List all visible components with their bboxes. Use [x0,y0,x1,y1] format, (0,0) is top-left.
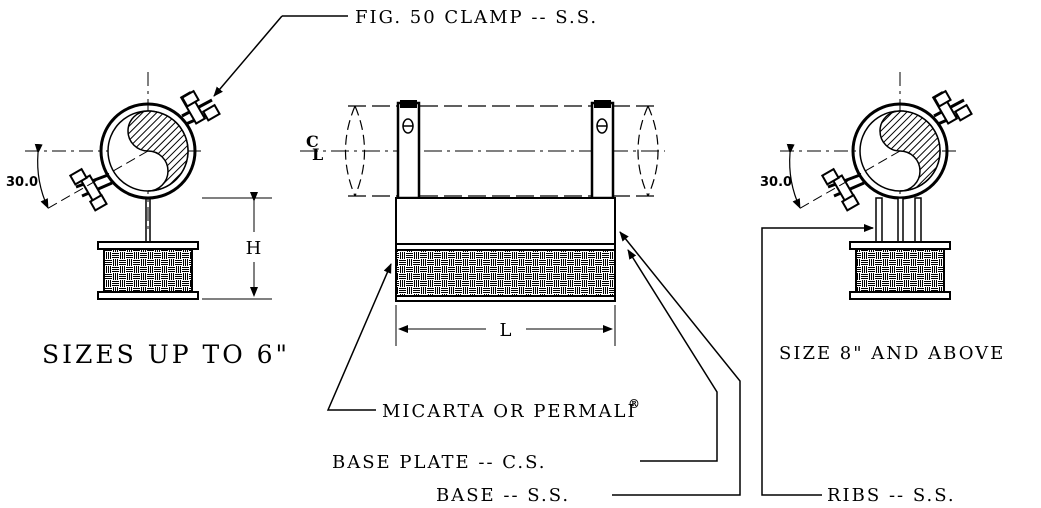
left-base-plate-bottom [97,291,199,300]
ribs-leader: RIBS -- S.S. [761,224,956,506]
left-upper-bolt [179,89,221,126]
micarta-label: MICARTA OR PERMALI [382,401,637,422]
right-clamp-view: 30.0 [760,72,973,300]
left-clamp-strap [396,101,421,200]
right-angle-label: 30.0 [760,175,792,190]
left-micarta-block [103,248,193,293]
clamp-leader: FIG. 50 CLAMP -- S.S. [213,7,598,97]
right-hatched-section [879,110,941,192]
left-angle-arc [34,143,49,209]
left-hatched-section [127,110,189,192]
centerline-symbol: C L [306,132,323,164]
left-lower-bolt [68,167,113,212]
dimension-l: L [395,305,616,346]
left-base-plate-top [97,241,199,250]
center-shoe-base [395,197,616,245]
micarta-leader: MICARTA OR PERMALI ® [326,263,640,422]
ribs [875,197,922,243]
base-leader: BASE -- S.S. [436,231,741,506]
base-plate-label: BASE PLATE -- C.S. [332,452,547,473]
right-clamp-strap [590,101,615,200]
clamp-label: FIG. 50 CLAMP -- S.S. [355,7,598,28]
center-micarta-block [395,249,616,297]
dimension-l-label: L [500,320,513,341]
ribs-label: RIBS -- S.S. [827,485,956,506]
right-micarta-block [855,248,945,293]
svg-text:L: L [312,145,323,164]
sizes-large-label: SIZE 8" AND ABOVE [779,343,1005,364]
registered-mark: ® [628,397,640,411]
left-clamp-view: 30.0 H [6,72,272,300]
sizes-small-label: SIZES UP TO 6" [42,340,290,369]
base-label: BASE -- S.S. [436,485,570,506]
dimension-h: H [202,192,272,300]
base-plate-leader: BASE PLATE -- C.S. [332,249,718,473]
left-angle-label: 30.0 [6,175,38,190]
center-side-view: C L L [300,100,665,346]
left-clamp-ring [99,102,197,200]
dimension-h-label: H [246,238,263,259]
right-upper-bolt [931,89,973,126]
svg-text:C: C [306,132,319,151]
